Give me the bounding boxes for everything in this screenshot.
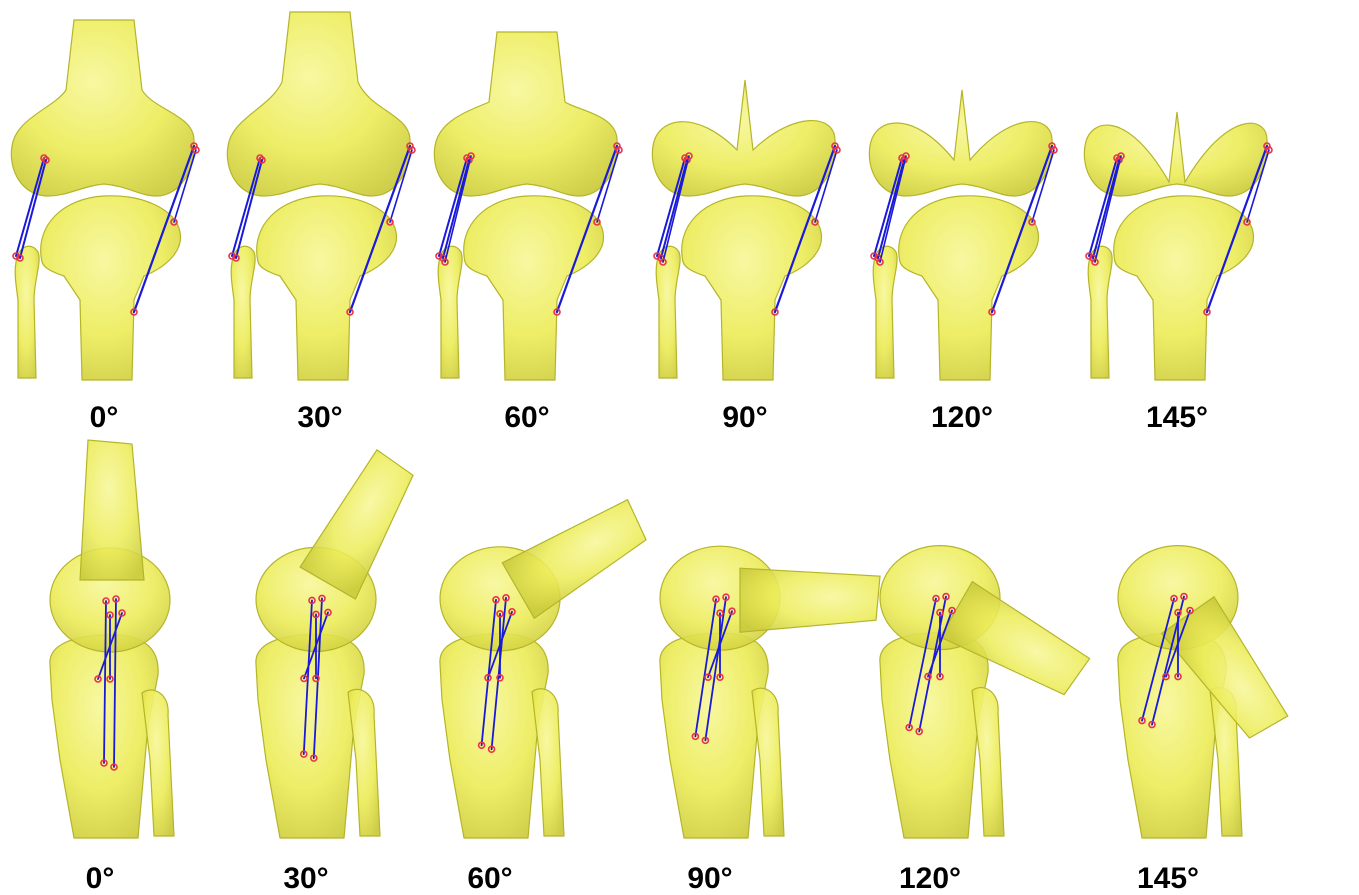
femoral-shaft-body — [300, 446, 425, 599]
flexion-angle-label: 145° — [1137, 862, 1199, 895]
femoral-shaft — [502, 493, 655, 618]
tibia — [880, 633, 988, 838]
lateral-knee-panel: 60° — [440, 493, 656, 895]
femoral-shaft — [740, 568, 880, 632]
tibia — [256, 634, 364, 838]
flexion-angle-label: 90° — [687, 862, 732, 895]
fibula — [752, 688, 784, 836]
fibula — [15, 246, 39, 378]
tibia — [1114, 196, 1254, 380]
anterior-knee-panel: 30° — [227, 12, 415, 434]
femur-group — [256, 446, 425, 652]
lateral-knee-panel: 30° — [256, 446, 426, 895]
flexion-angle-label: 60° — [467, 862, 512, 895]
lateral-knee-panel: 120° — [880, 546, 1094, 895]
femur — [869, 90, 1052, 196]
lateral-knee-panel: 145° — [1118, 546, 1294, 895]
tibia — [440, 634, 548, 838]
fibula — [142, 690, 174, 836]
fibula — [972, 688, 1004, 836]
anterior-knee-panel: 145° — [1084, 112, 1272, 434]
femur-group — [440, 493, 656, 651]
fibula — [348, 689, 380, 836]
anterior-knee-panel: 120° — [869, 90, 1057, 434]
flexion-angle-label: 0° — [90, 401, 119, 434]
anterior-knee-panel: 90° — [652, 80, 840, 434]
femoral-shaft-body — [80, 440, 144, 580]
tibia — [899, 196, 1039, 380]
fibula — [438, 246, 462, 378]
anterior-knee-panel: 0° — [11, 20, 199, 434]
fibula — [1088, 246, 1112, 378]
flexion-angle-label: 30° — [283, 862, 328, 895]
tibia — [682, 196, 822, 380]
tibia — [257, 196, 397, 380]
flexion-angle-label: 145° — [1146, 401, 1208, 434]
femur-group — [660, 546, 880, 650]
flexion-angle-label: 30° — [297, 401, 342, 434]
femoral-shaft — [300, 446, 425, 599]
femoral-shaft — [80, 440, 144, 580]
anterior-knee-panel: 60° — [434, 32, 622, 434]
anterior-view-row: 0° 30° 60° 90° 120° 145° — [11, 12, 1272, 434]
femur — [227, 12, 410, 196]
tibia — [464, 196, 604, 380]
femur — [11, 20, 194, 196]
femoral-shaft-body — [740, 568, 880, 632]
flexion-angle-label: 90° — [722, 401, 767, 434]
fibula — [656, 246, 680, 378]
tibia — [660, 633, 768, 838]
fibula — [873, 246, 897, 378]
lateral-knee-panel: 90° — [660, 546, 880, 895]
flexion-angle-label: 0° — [86, 862, 115, 895]
lateral-knee-panel: 0° — [50, 440, 174, 895]
fibula — [532, 689, 564, 836]
femoral-shaft-body — [502, 493, 655, 618]
femur — [434, 32, 617, 196]
fibula — [231, 246, 255, 378]
lateral-view-row: 0° 30° 60° 90° 120° 145° — [50, 440, 1294, 895]
flexion-angle-label: 120° — [899, 862, 961, 895]
tibia — [41, 196, 181, 380]
flexion-angle-label: 60° — [504, 401, 549, 434]
femur — [1084, 112, 1267, 196]
flexion-angle-label: 120° — [931, 401, 993, 434]
